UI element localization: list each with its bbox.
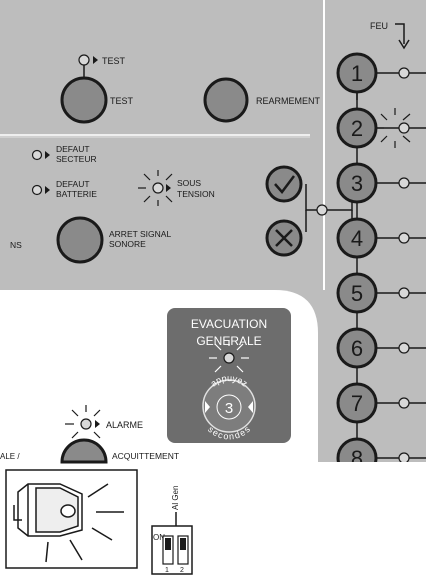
defaut-secteur-line2: SECTEUR [56,154,97,164]
evacuation-led-lit [209,340,249,373]
test-button[interactable] [60,76,108,124]
alarme-led-lit [65,405,101,439]
hold-seconds-value: 3 [225,400,233,417]
evacuation-box [167,308,291,443]
arret-signal-line1: ARRET SIGNAL [109,229,171,239]
feu-label: FEU [370,21,388,31]
defaut-batterie-led [31,184,43,196]
zone-led [398,287,410,299]
ale-fragment: ALE / [0,452,20,461]
ns-fragment: NS [10,240,22,250]
al-gen-label: Al Gen [171,486,180,510]
zone-led [398,397,410,409]
zone-button-8[interactable] [336,437,378,477]
sous-tension-line1: SOUS [177,178,201,188]
zone-number-8: 8 [351,446,363,471]
acquittement-label: ACQUITTEMENT [112,451,179,461]
test-led [78,54,90,66]
appuyez-label: appuyez [209,373,250,389]
validate-button[interactable] [265,165,303,203]
close-icon [275,229,293,247]
zone-number-7: 7 [351,391,363,416]
zone-led [398,177,410,189]
zone-led [398,232,410,244]
confirm-led [316,204,328,216]
arret-signal-line2: SONORE [109,239,146,249]
zone-led [398,67,410,79]
rearmement-button[interactable] [203,77,249,123]
dip-on-label: ON [153,533,165,542]
test-button-label: TEST [110,96,134,106]
zone-button-6[interactable] [336,327,378,369]
defaut-secteur-led [31,149,43,161]
zone-number-3: 3 [351,171,363,196]
rearmement-label: REARMEMENT [256,96,321,106]
zone-button-5[interactable] [336,272,378,314]
dip-number-2: 2 [180,567,184,574]
zone-number-5: 5 [351,281,363,306]
check-icon [274,175,295,194]
zone-number-1: 1 [351,61,363,86]
dip-number-1: 1 [165,567,169,574]
defaut-batterie-line1: DEFAUT [56,179,90,189]
feu-arrow [395,23,405,44]
test-arrow-icon [93,56,98,64]
zone-2-led-lit [376,108,411,148]
defaut-secteur-line1: DEFAUT [56,144,90,154]
zone-button-3[interactable] [336,162,378,204]
arret-signal-button[interactable] [56,216,104,264]
siren-sound-rays [45,483,124,563]
zone-buttons: 1 2 3 4 5 6 7 8 [336,52,426,477]
sous-tension-led-lit [138,170,173,206]
zone-number-4: 4 [351,226,363,251]
zone-led [398,342,410,354]
zone-number-2: 2 [351,116,363,141]
zone-button-1[interactable] [336,52,378,94]
alarme-label: ALARME [106,420,143,430]
zone-led [398,452,410,462]
defaut-batterie-line2: BATTERIE [56,189,97,199]
right-arrow-icon [205,401,210,413]
zone-led [398,122,410,134]
acquittement-button[interactable] [60,438,108,464]
siren-icon [13,483,83,537]
zone-button-4[interactable] [336,217,378,259]
test-indicator-label: TEST [102,56,126,66]
sous-tension-line2: TENSION [177,189,215,199]
zone-button-7[interactable] [336,382,378,424]
evacuation-line1: EVACUATION [191,317,267,331]
left-arrow-icon [248,401,253,413]
zone-number-6: 6 [351,336,363,361]
